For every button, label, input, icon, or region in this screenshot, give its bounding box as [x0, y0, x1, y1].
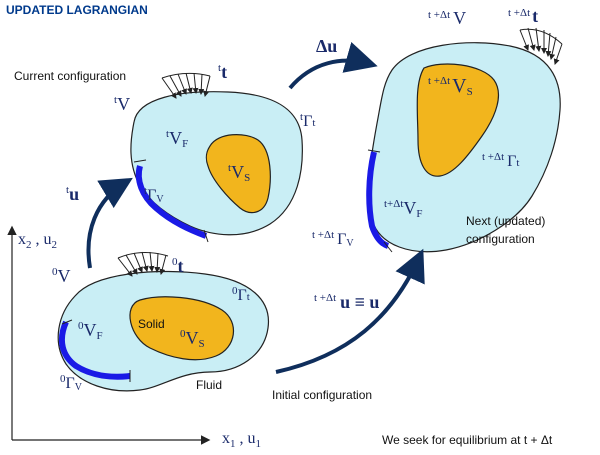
current-gamma-v-label: tΓV	[144, 185, 164, 205]
current-caption: Current configuration	[14, 69, 126, 83]
current-solid-volume-label: tVS	[228, 162, 250, 184]
initial-velocity-boundary	[58, 320, 131, 380]
current-traction-label: tt	[218, 62, 227, 82]
current-fluid-volume-label: tVF	[166, 128, 188, 150]
next-velocity-boundary	[366, 151, 390, 249]
initial-caption: Initial configuration	[272, 388, 372, 402]
next-traction-arrows	[519, 27, 563, 65]
arrow-u-label: tu	[66, 184, 79, 204]
y-axis-label: x2 , u2	[18, 231, 57, 251]
footer-equilibrium-note: We seek for equilibrium at t + Δt	[382, 433, 553, 447]
initial-fluid-volume-label: 0VF	[78, 320, 103, 342]
coordinate-axes: x2 , u2 x1 , u1	[7, 225, 261, 450]
initial-solid-volume-label: 0VS	[180, 328, 205, 350]
next-caption-line1: Next (updated)	[466, 214, 545, 228]
current-velocity-boundary	[135, 165, 208, 239]
current-volume-label: tV	[114, 94, 130, 114]
initial-gamma-v-label: 0ΓV	[60, 373, 83, 393]
current-solid-domain	[205, 134, 271, 214]
current-traction-arrows	[161, 72, 211, 99]
initial-fluid-text: Fluid	[196, 378, 222, 392]
next-fluid-volume-label: t+ΔtVF	[384, 198, 423, 220]
initial-gamma-t-label: 0Γt	[232, 285, 250, 304]
arrow-initial-to-next	[275, 248, 425, 374]
x-axis-label: x1 , u1	[222, 430, 261, 450]
initial-solid-text: Solid	[138, 317, 165, 331]
next-caption-line2: configuration	[466, 232, 535, 246]
arrow-initial-to-current	[86, 177, 133, 269]
initial-solid-domain	[129, 296, 235, 361]
arrow-delta-u-label: Δu	[316, 36, 337, 56]
initial-configuration: 0t 0V 0VF 0VS Solid Fluid 0Γt 0ΓV Initia…	[52, 251, 372, 402]
current-gamma-t-label: tΓt	[300, 111, 315, 130]
initial-traction-label: 0t	[172, 256, 184, 276]
initial-volume-label: 0V	[52, 266, 71, 286]
diagram-title: UPDATED LAGRANGIAN	[6, 3, 148, 17]
arrow-current-to-next	[288, 42, 378, 90]
next-solid-domain	[416, 63, 500, 177]
initial-traction-arrows	[117, 251, 169, 277]
current-configuration: tt Current configuration tV tVF tVS tΓt …	[14, 62, 315, 243]
